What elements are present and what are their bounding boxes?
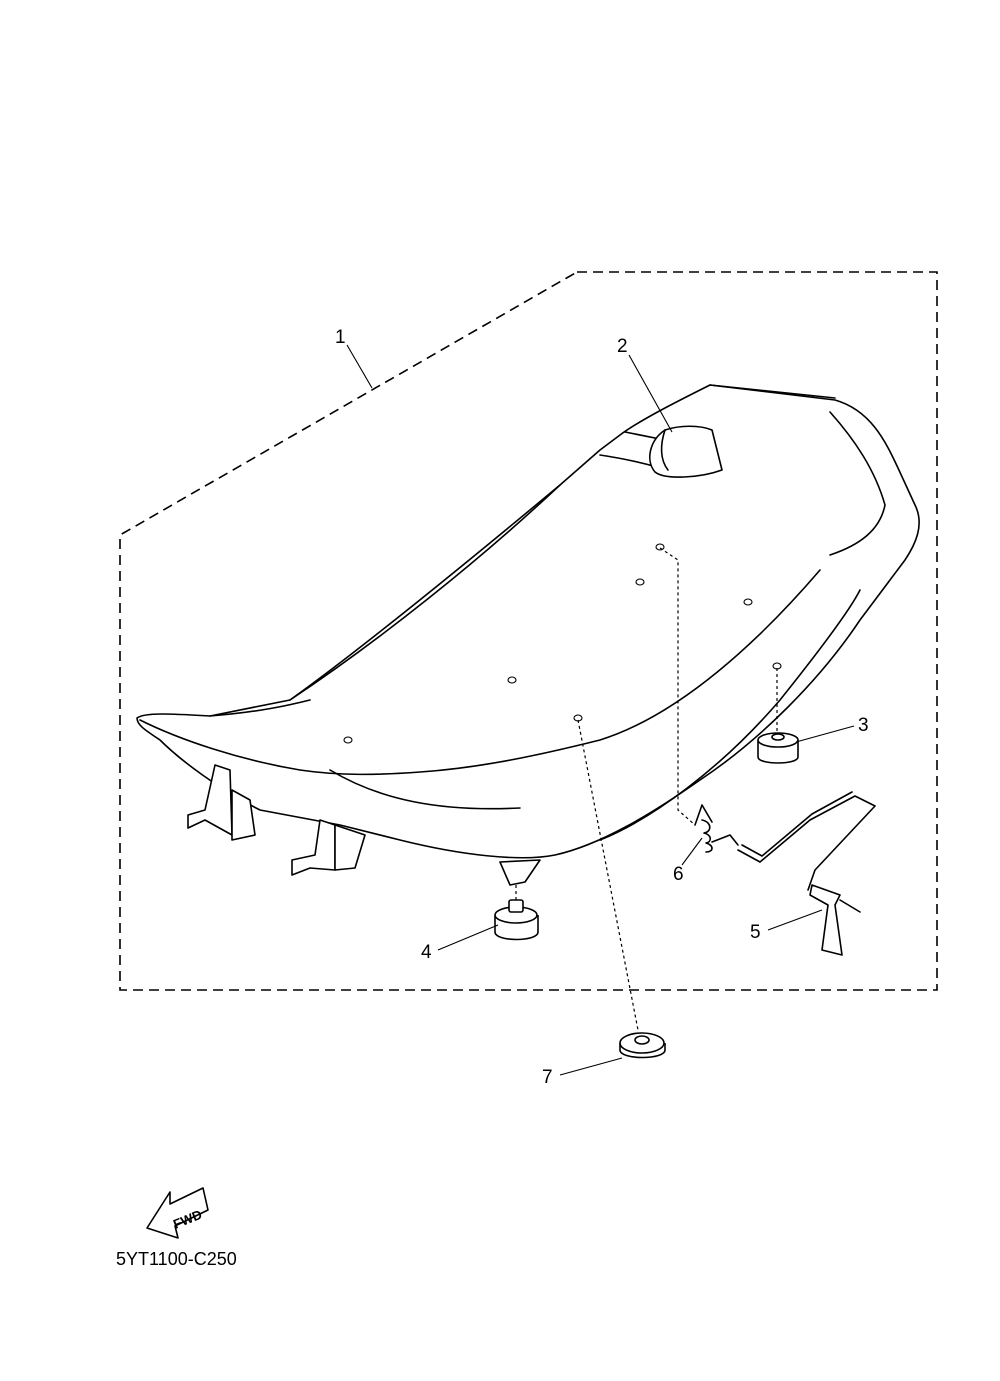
- callout-4: 4: [421, 942, 432, 963]
- cap-7: [577, 719, 666, 1059]
- callout-7: 7: [542, 1067, 553, 1088]
- diagram-code: 5YT1100-C250: [116, 1249, 237, 1269]
- spring-6: [659, 547, 739, 853]
- seat: [136, 384, 920, 886]
- seat-bracket-5: [737, 791, 876, 956]
- assembly-boundary: [119, 271, 938, 991]
- fwd-arrow-icon: FWD: [146, 1187, 209, 1239]
- damper-3: [757, 668, 799, 764]
- leader-lines: [346, 344, 855, 1076]
- callout-6: 6: [673, 864, 684, 885]
- callout-5: 5: [750, 922, 761, 943]
- damper-4: [494, 885, 539, 941]
- seat-strap: [649, 425, 723, 478]
- callout-3: 3: [858, 715, 869, 736]
- callout-2: 2: [617, 336, 628, 357]
- callout-1: 1: [335, 327, 346, 348]
